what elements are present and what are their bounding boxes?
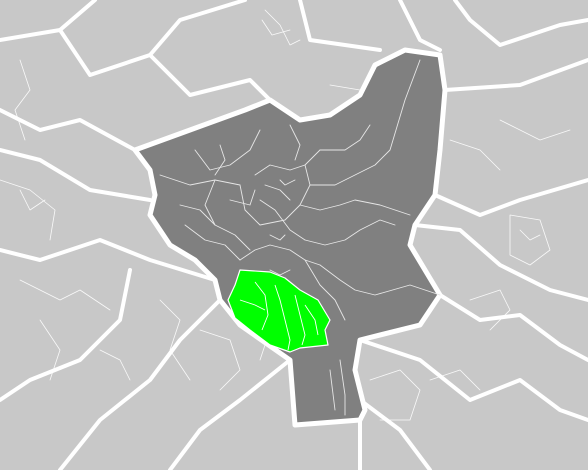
border-east-c	[413, 223, 588, 302]
border-north-b	[148, 0, 247, 57]
border-north-a	[58, 28, 272, 102]
highlighted-district-lines	[239, 281, 319, 351]
border-south-east-a	[438, 293, 588, 362]
border-north-east-a	[398, 0, 442, 52]
border-east-b	[433, 178, 588, 217]
border-west-a	[0, 238, 217, 282]
border-west-b	[0, 148, 152, 202]
border-south-west-c	[0, 268, 132, 402]
border-east-a	[443, 58, 588, 92]
municipality-district-lines	[159, 59, 441, 416]
border-north-east-b	[453, 0, 588, 47]
border-south-west-b	[58, 298, 222, 470]
border-south-west-a	[168, 358, 292, 470]
border-south-a	[358, 398, 432, 470]
border-west-c	[0, 108, 137, 152]
border-north-c	[298, 0, 382, 52]
border-south-east-b	[358, 338, 588, 422]
municipality-area	[132, 47, 448, 428]
